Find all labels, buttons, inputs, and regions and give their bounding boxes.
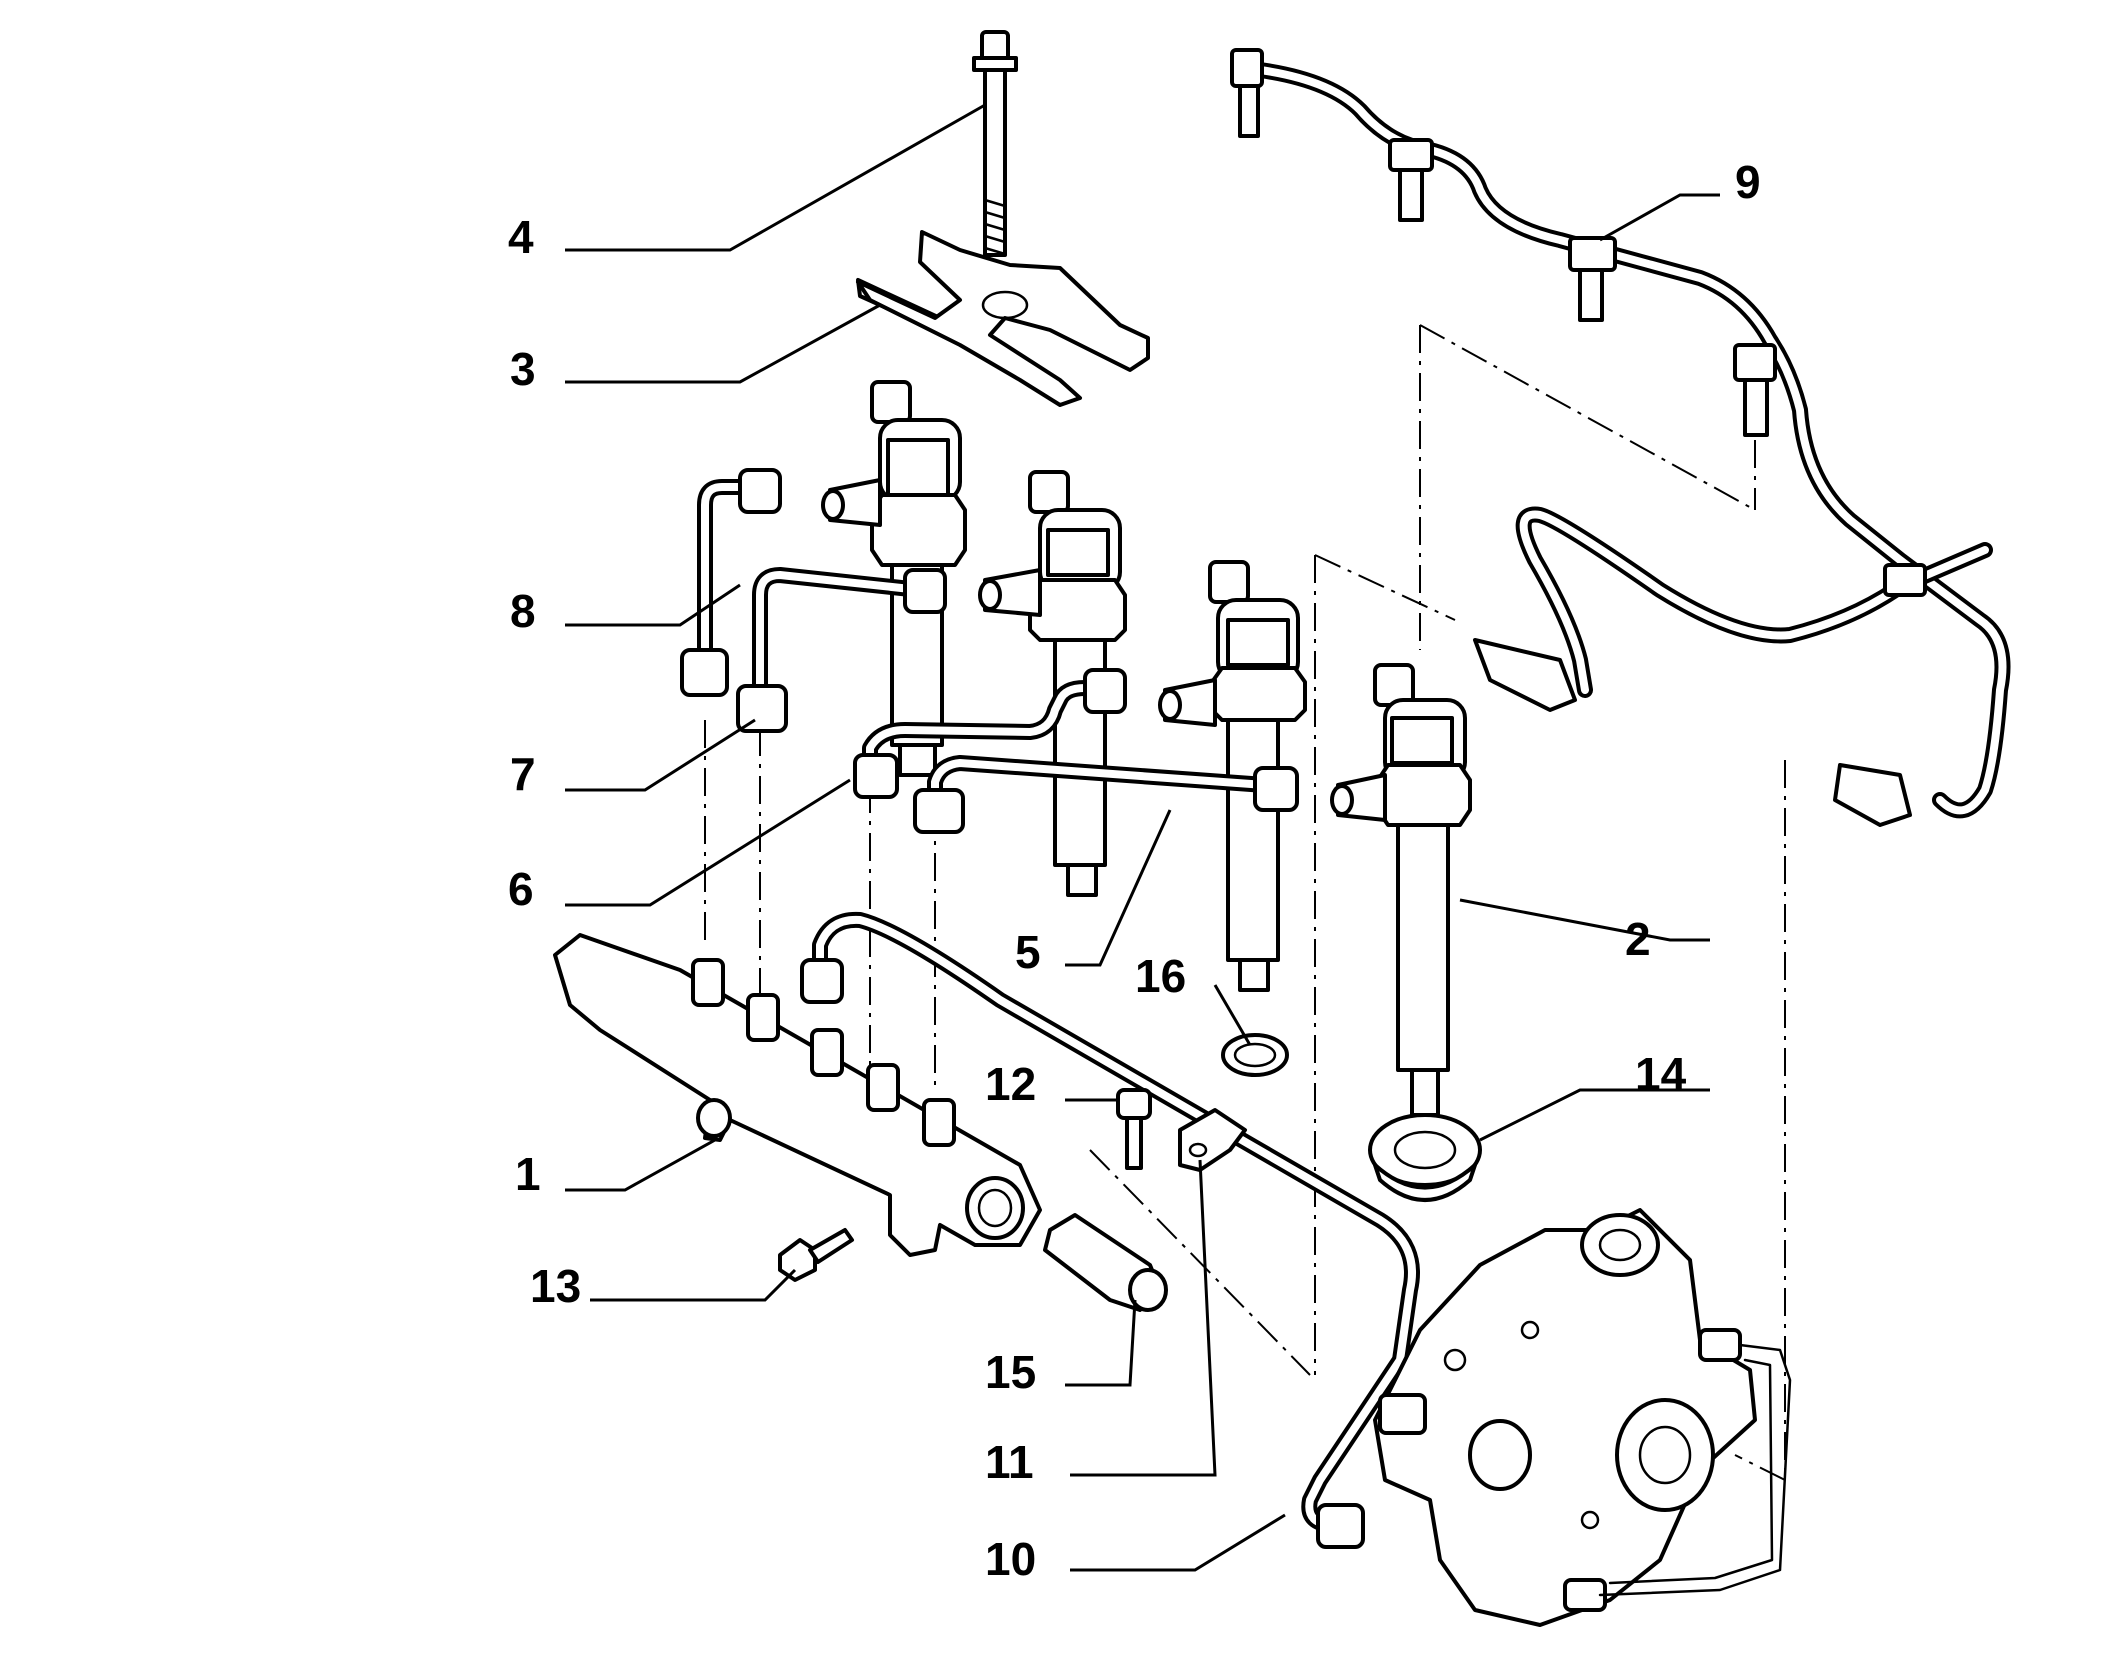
return-hose-harness: [1230, 48, 2011, 827]
sealing-washer: [1221, 1033, 1289, 1077]
callout-labels: 1 2 3 4 5 6 7 8 9 10 11 12 13 14 15 16: [508, 156, 1761, 1585]
pipe-bracket: [1178, 1108, 1247, 1172]
callout-10: 10: [985, 1533, 1036, 1585]
callout-16: 16: [1135, 950, 1186, 1002]
leader-lines: [565, 103, 1720, 1572]
callout-4: 4: [508, 211, 534, 263]
pressure-relief-valve: [1043, 1213, 1168, 1312]
callout-1: 1: [515, 1148, 541, 1200]
callout-7: 7: [510, 748, 536, 800]
bolt-long: [972, 30, 1018, 257]
assembly-guide-lines: [704, 324, 1786, 1481]
injector-3: [1158, 560, 1307, 992]
callout-11: 11: [985, 1436, 1034, 1488]
injector-clamp: [856, 230, 1150, 407]
callout-3: 3: [510, 343, 536, 395]
feed-pipe: [800, 911, 1420, 1549]
callout-8: 8: [510, 585, 536, 637]
injector-pipes: [680, 468, 1299, 834]
callout-5: 5: [1015, 926, 1041, 978]
injector-4: [1330, 663, 1472, 1117]
screw-13: [778, 1228, 854, 1282]
callout-14: 14: [1635, 1048, 1687, 1100]
callout-12: 12: [985, 1058, 1036, 1110]
callout-13: 13: [530, 1260, 581, 1312]
callout-15: 15: [985, 1346, 1036, 1398]
injector-1: [821, 380, 967, 777]
screw-12: [1116, 1088, 1152, 1170]
callout-6: 6: [508, 863, 534, 915]
fuel-rail: [553, 933, 1042, 1257]
injector-seat: [1368, 1113, 1482, 1202]
callout-2: 2: [1625, 913, 1651, 965]
callout-9: 9: [1735, 156, 1761, 208]
high-pressure-pump: [1373, 1208, 1792, 1627]
